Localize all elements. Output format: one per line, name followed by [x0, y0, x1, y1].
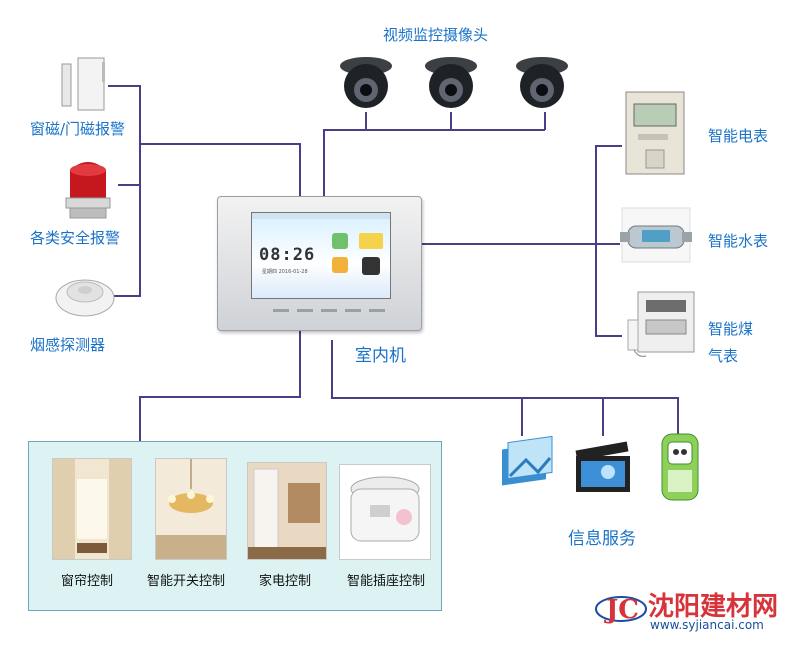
home-control-panel: 窗帘控制 智能开关控制 家电控制 智能插座控制 — [28, 441, 442, 611]
brand-logo-icon: JC — [595, 595, 647, 625]
info-service-label: 信息服务 — [568, 529, 636, 549]
smoke-detector-icon — [55, 279, 115, 317]
video-clapper-icon — [575, 441, 630, 492]
switch-control-label: 智能开关控制 — [147, 574, 226, 589]
phone-app-icon — [332, 233, 348, 249]
wire-left-bus — [108, 85, 141, 297]
wire-device-to-info — [331, 340, 679, 436]
socket-control-label: 智能插座控制 — [347, 574, 426, 589]
appliance-control-label: 家电控制 — [259, 574, 312, 589]
device-screen: 08:26 星期四 2016-01-28 — [251, 212, 391, 299]
water-meter-icon — [620, 207, 692, 263]
mobile-phone-icon — [661, 433, 699, 501]
safety-alarm-label: 各类安全报警 — [30, 229, 121, 247]
dome-camera-icon — [340, 57, 392, 108]
wire-device-to-controls — [139, 330, 301, 441]
device-buttons — [273, 309, 385, 312]
indoor-unit-device: 08:26 星期四 2016-01-28 — [217, 196, 422, 331]
gas-meter-label-line1: 智能煤 — [708, 320, 754, 338]
photo-gallery-icon — [502, 436, 553, 486]
camera-app-icon — [362, 257, 380, 275]
gas-meter-icon — [627, 291, 695, 357]
rice-cooker-image — [339, 464, 431, 560]
door-alarm-label: 窗磁/门磁报警 — [30, 120, 126, 138]
dome-camera-icon — [425, 57, 477, 108]
brand-url[interactable]: www.syjiancai.com — [650, 618, 764, 632]
device-clock: 08:26 — [259, 245, 316, 265]
electric-meter-label: 智能电表 — [708, 127, 769, 145]
electric-meter-icon — [625, 91, 685, 175]
indoor-unit-label: 室内机 — [355, 346, 406, 366]
notes-app-icon — [359, 233, 383, 249]
chandelier-image — [155, 458, 227, 560]
wire-left-to-device — [140, 143, 301, 196]
status-bar — [252, 213, 390, 219]
wire-cameras-to-device — [323, 129, 366, 196]
home-app-icon — [332, 257, 348, 273]
dome-camera-icon — [516, 57, 568, 108]
brand-name: 沈阳建材网 — [648, 592, 779, 622]
smoke-detector-label: 烟感探测器 — [30, 336, 106, 354]
cameras-label: 视频监控摄像头 — [383, 26, 489, 44]
curtain-image — [52, 458, 132, 560]
device-date: 星期四 2016-01-28 — [262, 269, 308, 275]
alarm-light-icon — [65, 162, 111, 219]
gas-meter-label-line2: 气表 — [708, 347, 739, 365]
curtain-control-label: 窗帘控制 — [61, 574, 114, 589]
appliance-room-image — [247, 462, 327, 560]
wire-meters-bus — [595, 145, 622, 337]
water-meter-label: 智能水表 — [708, 232, 769, 250]
door-magnet-sensor-icon — [61, 57, 105, 111]
svg-text:JC: JC — [604, 595, 639, 625]
